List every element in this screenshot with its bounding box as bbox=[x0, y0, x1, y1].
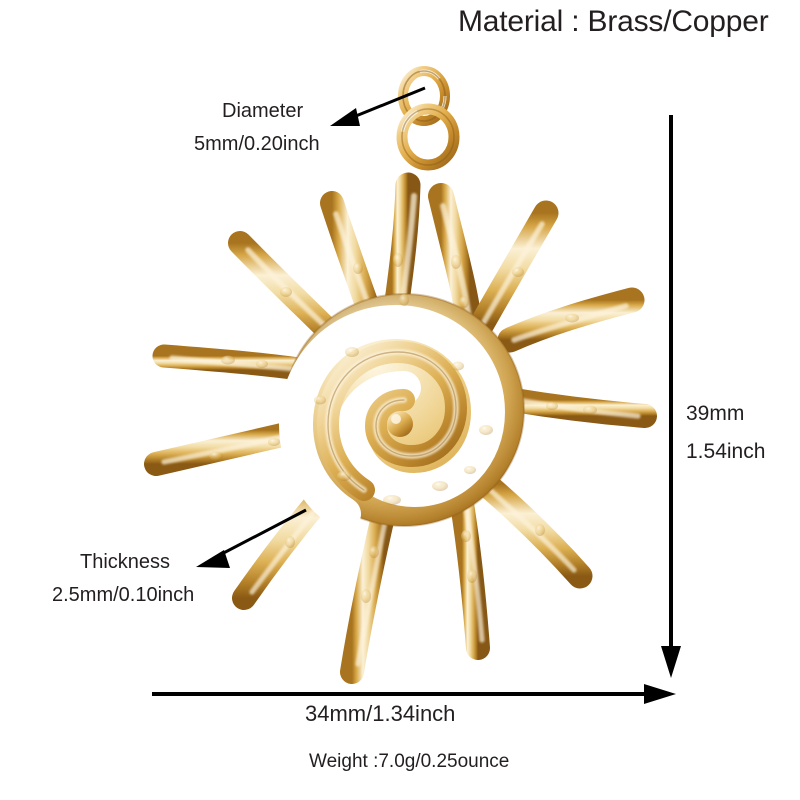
height-dimension-line bbox=[661, 115, 681, 678]
spiral-negative-space bbox=[311, 316, 499, 500]
sun-spiral bbox=[278, 304, 506, 531]
weight-value: Weight :7.0g/0.25ounce bbox=[309, 751, 510, 772]
sun-rays bbox=[144, 172, 657, 684]
diameter-label: Diameter bbox=[222, 100, 304, 122]
width-value: 34mm/1.34inch bbox=[305, 701, 456, 726]
bail-loop bbox=[396, 103, 460, 171]
leader-arrow-icon bbox=[196, 550, 230, 568]
sun-center-disc bbox=[283, 293, 525, 527]
diameter-value: 5mm/0.20inch bbox=[194, 133, 320, 155]
thickness-leader-line bbox=[196, 508, 307, 568]
thickness-value: 2.5mm/0.10inch bbox=[52, 584, 195, 606]
material-label: Material : Brass/Copper bbox=[458, 5, 769, 38]
leader-arrow-icon bbox=[330, 108, 360, 126]
height-value-mm: 39mm bbox=[686, 402, 745, 425]
hammered-texture bbox=[209, 253, 597, 603]
arrow-right-icon bbox=[644, 684, 676, 704]
thickness-label: Thickness bbox=[80, 551, 171, 573]
height-value-inch: 1.54inch bbox=[686, 440, 766, 463]
arrow-down-icon bbox=[661, 646, 681, 678]
diameter-leader-line bbox=[330, 86, 426, 126]
jump-ring bbox=[398, 66, 450, 126]
